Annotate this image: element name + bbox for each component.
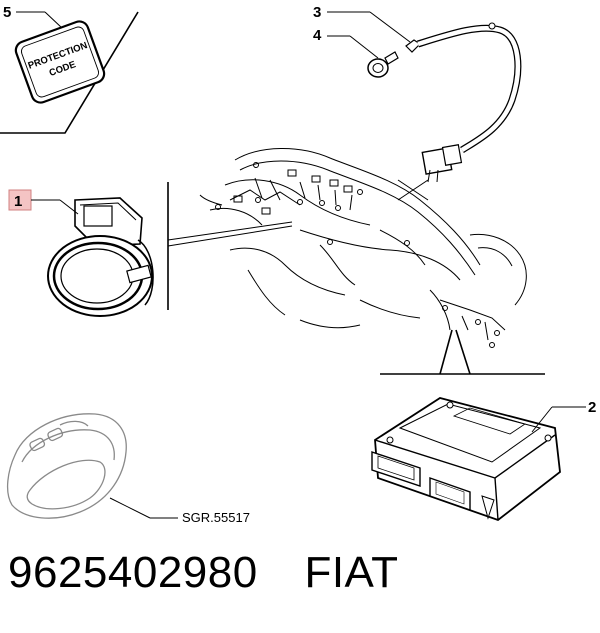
wiring-harness-assembly (199, 148, 527, 348)
callout-3: 3 (313, 4, 321, 21)
callouts-3-4: 3 4 (313, 4, 411, 59)
callout-2: 2 (588, 399, 596, 416)
reference-code: SGR.55517 (182, 510, 250, 525)
key-remote-sketch (6, 413, 127, 519)
instrument-housing-part (47, 197, 154, 317)
part-number-line: 9625402980 FIAT (8, 548, 399, 598)
callout-1-text: 1 (14, 193, 22, 210)
control-unit-part: 2 (371, 397, 596, 522)
protection-code-panel: PROTECTION CODE 5 (0, 4, 139, 134)
bulb-holder-part (367, 51, 399, 78)
protection-code-sticker: PROTECTION CODE (14, 20, 106, 104)
part-number: 9625402980 (8, 548, 258, 597)
callout-5: 5 (3, 4, 11, 21)
part-1-leader (167, 182, 293, 310)
antenna-cable-part (405, 22, 522, 183)
control-unit-pointer (380, 329, 545, 375)
brand-name: FIAT (304, 548, 399, 597)
callout-4: 4 (313, 27, 322, 44)
ref-leader (109, 497, 151, 519)
